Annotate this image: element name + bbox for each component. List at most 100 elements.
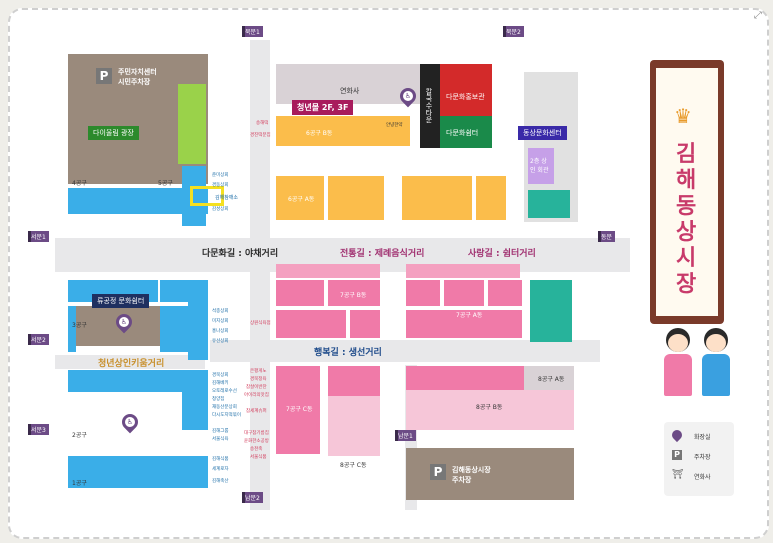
shop-gimhae-livestock: 김해축산 — [212, 479, 229, 484]
highlighted-shop-label: 김해참깨소 — [215, 195, 239, 201]
zone-6b-label: 6공구 B동 — [306, 130, 333, 137]
multicultural-rest-label: 다문화쉼터 — [446, 129, 479, 137]
dongsang-culture[interactable]: 동상문화센터 — [518, 126, 567, 140]
multicultural-promo[interactable] — [440, 64, 492, 116]
shop-hongna: 홍나상회 — [212, 329, 229, 334]
zone3-right-col[interactable] — [160, 280, 190, 302]
pink-mid-left[interactable] — [276, 310, 346, 338]
ryugongjeong[interactable]: 류공정 문화쉼터 — [92, 294, 150, 308]
pink-top-strip[interactable] — [276, 264, 380, 278]
shop-songcheon: 송천축 — [250, 447, 263, 452]
expand-icon[interactable]: ⤢ — [754, 10, 762, 21]
legend-parking-icon: P — [672, 450, 682, 460]
road-love: 사랑길 : 쉼터거리 — [468, 249, 536, 259]
zone8c-block[interactable] — [328, 366, 380, 396]
shop-gyeongjin: 경진떡분집 — [250, 133, 271, 138]
teal-block-right[interactable] — [530, 280, 572, 342]
yeonhwasa-area[interactable] — [276, 64, 422, 104]
road-youth — [55, 355, 205, 369]
shop-seoul-meat: 서울식육 — [212, 437, 229, 442]
zone8b-gray — [524, 366, 574, 390]
shop-segyeroja: 세계로자 — [212, 467, 229, 472]
zone8c-lower[interactable] — [328, 396, 380, 456]
multicultural-rest[interactable] — [440, 116, 492, 148]
multicultural-promo-label: 다문화홍보관 — [446, 93, 485, 101]
diaul-plaza[interactable]: 다이울림 광장 — [88, 126, 139, 140]
gate-north2[interactable]: 북문2 — [503, 26, 524, 37]
zone6a-far[interactable] — [476, 176, 506, 220]
shop-jaedong: 재동산분상회 — [212, 405, 237, 410]
kalguksu-label: 칼국수타운 — [425, 88, 433, 123]
shop-seokjong: 석종상회 — [212, 309, 229, 314]
zone7a-mid[interactable] — [444, 280, 484, 306]
community-center-label: 주민자치센터 — [118, 68, 157, 76]
zone8b-block[interactable] — [406, 366, 524, 390]
pink-mid-right[interactable] — [350, 310, 380, 338]
zone7c-block[interactable] — [276, 366, 320, 454]
zone3-left-col[interactable] — [68, 306, 76, 352]
near-highlight-col[interactable] — [182, 166, 206, 226]
shop-seoul-food: 서울식품 — [250, 455, 267, 460]
gate-west1[interactable]: 서문1 — [28, 231, 49, 242]
zone7a-lower[interactable] — [406, 310, 522, 338]
gate-west3[interactable]: 서문3 — [28, 424, 49, 435]
zone-6a-label: 6공구 A동 — [288, 196, 315, 203]
zone2-top-row[interactable] — [68, 370, 188, 392]
pink-right-strip[interactable] — [406, 264, 520, 278]
zone7a-right[interactable] — [488, 280, 522, 306]
shop-gyeongbuk-meat: 경북정육 — [250, 377, 267, 382]
shop-gyeongdong: 경동상회 — [212, 183, 229, 188]
shop-yuseon: 유선상회 — [212, 339, 229, 344]
title-char-5: 시 — [676, 246, 697, 271]
zone1-col[interactable] — [188, 456, 208, 488]
zone-8b-label: 8공구 B동 — [476, 404, 503, 411]
gate-east[interactable]: 동문 — [598, 231, 616, 242]
teal-lower-east[interactable] — [528, 190, 570, 218]
mascot-girl — [660, 328, 696, 398]
shop-junmi: 준미상회 — [212, 173, 229, 178]
legend-restroom: 화장실 — [694, 434, 711, 441]
title-char-2: 해 — [676, 168, 697, 193]
zone6a-mid[interactable] — [328, 176, 384, 220]
zone-7c-label: 7공구 C동 — [286, 406, 313, 413]
yeonhwasa-label: 연화사 — [340, 87, 360, 95]
kalguksu-town[interactable] — [420, 64, 440, 148]
road-mid-vertical — [250, 40, 270, 510]
zone-7b-label: 7공구 B동 — [340, 292, 367, 299]
zone6b-block[interactable] — [276, 116, 410, 146]
zone4-shops-row[interactable] — [68, 188, 178, 214]
zone1-row[interactable] — [68, 456, 188, 488]
zone2-col[interactable] — [182, 370, 208, 430]
gate-north1[interactable]: 북문1 — [242, 26, 263, 37]
gate-south1[interactable]: 남문1 — [395, 430, 416, 441]
merchants-hall-label: 2층 상인 회관 — [530, 158, 549, 174]
zone6a-right[interactable] — [402, 176, 472, 220]
zone8b-lower[interactable] — [406, 390, 574, 430]
gate-south2[interactable]: 남문2 — [242, 492, 263, 503]
gate-west2[interactable]: 서문2 — [28, 334, 49, 345]
south-parking-icon: P — [430, 464, 446, 480]
zone-8a-label: 8공구 A동 — [538, 376, 565, 383]
zone3-far-right[interactable] — [160, 306, 190, 352]
zone7a-left[interactable] — [406, 280, 440, 306]
zone3-strip[interactable] — [188, 280, 208, 360]
restroom-icon: ♿ — [403, 91, 413, 101]
zone-8c-label: 8공구 C동 — [340, 462, 367, 469]
youth-floor[interactable]: 청년몰 2F, 3F — [292, 100, 354, 115]
restroom-icon: ♿ — [125, 417, 135, 427]
market-map: 북문1 북문2 서문1 서문2 서문3 동문 남문1 남문2 P 주민자치센터 … — [8, 8, 769, 539]
south-parking-line1: 김해동상시장 — [452, 466, 491, 474]
shop-otorero: 오토레로수선 — [212, 389, 237, 394]
zone7b-block[interactable] — [328, 280, 380, 306]
title-char-1: 김 — [676, 142, 697, 167]
shop-yunhwa: 윤화한소공방 — [244, 439, 269, 444]
shop-eunpyeong: 은평게노 — [250, 369, 267, 374]
zone6a-left[interactable] — [276, 176, 324, 220]
zone7b-left[interactable] — [276, 280, 324, 306]
restroom-icon: ♿ — [119, 317, 129, 327]
road-tradition: 전통길 : 제례음식거리 — [340, 249, 425, 259]
restroom-pin-low[interactable]: ♿ — [118, 410, 142, 434]
merchants-hall[interactable] — [528, 148, 554, 184]
zone-1-label: 1공구 — [72, 480, 87, 487]
highlighted-shop-box[interactable] — [190, 186, 224, 206]
